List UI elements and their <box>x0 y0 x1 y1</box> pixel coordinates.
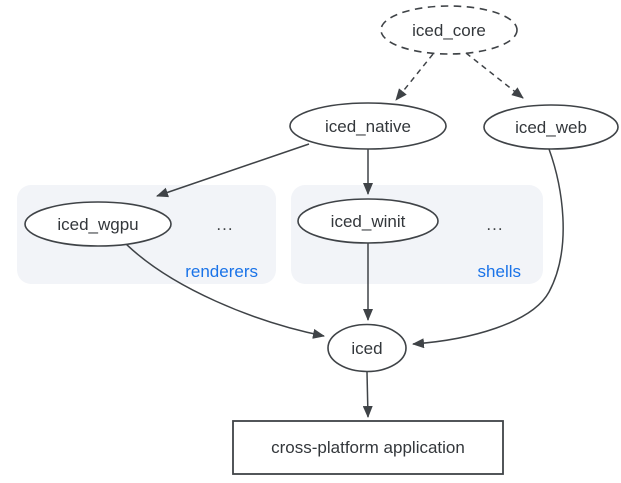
edge-iced_core-iced_web <box>465 52 524 99</box>
node-iced_web-label: iced_web <box>515 118 587 137</box>
group-shells-ellipsis: ... <box>486 215 503 234</box>
node-iced_wgpu-label: iced_wgpu <box>57 215 138 234</box>
node-iced_native-label: iced_native <box>325 117 411 136</box>
node-iced_winit-label: iced_winit <box>331 212 406 231</box>
group-shells-label: shells <box>478 262 521 281</box>
node-iced_native-shape <box>289 102 447 150</box>
node-iced_core-shape <box>380 5 518 55</box>
node-application: cross-platform application <box>232 420 504 475</box>
node-iced: iced <box>327 323 407 373</box>
edge-iced_web-iced <box>412 148 564 349</box>
edges <box>125 52 564 418</box>
node-application-shape <box>232 420 504 475</box>
edge-iced-application <box>362 371 373 418</box>
node-iced_web-shape <box>483 104 619 150</box>
node-iced_wgpu-shape <box>24 201 172 247</box>
node-iced_core-label: iced_core <box>412 21 486 40</box>
group-renderers-label: renderers <box>185 262 258 281</box>
node-iced-label: iced <box>351 339 382 358</box>
node-application-label: cross-platform application <box>271 438 465 457</box>
node-iced_wgpu: iced_wgpu <box>24 201 172 247</box>
edge-iced_core-iced_native <box>395 53 434 101</box>
edge-iced_wgpu-iced <box>125 243 325 339</box>
node-iced_core: iced_core <box>380 5 518 55</box>
node-iced-shape <box>327 323 407 373</box>
group-renderers-ellipsis: ... <box>216 215 233 234</box>
node-iced_web: iced_web <box>483 104 619 150</box>
node-iced_native: iced_native <box>289 102 447 150</box>
node-iced_winit: iced_winit <box>297 198 439 244</box>
node-iced_winit-shape <box>297 198 439 244</box>
edge-iced_native-iced_wgpu <box>156 143 310 198</box>
